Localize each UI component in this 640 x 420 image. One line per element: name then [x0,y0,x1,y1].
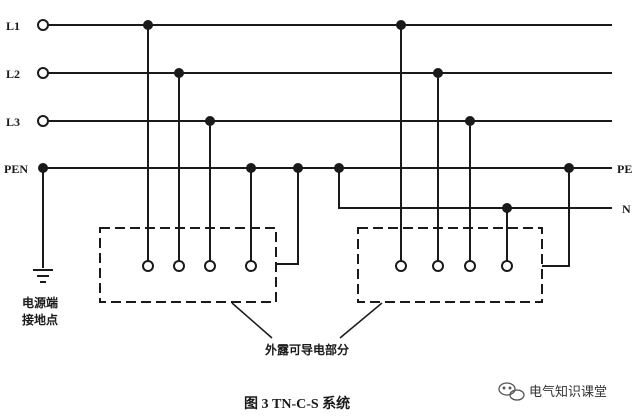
equipment-enclosure-right [357,227,543,303]
terminal-l3 [37,115,49,127]
figure-caption: 图 3 TN-C-S 系统 [244,395,350,412]
terminal-l1 [37,19,49,31]
label-l1: L1 [6,19,20,33]
drop-right-pe-bond [542,168,570,267]
earth-ground-icon [33,269,53,283]
label-exposed-conductive-parts: 外露可导电部分 [265,342,349,357]
leader-line-right [339,302,383,339]
pen-split-to-n [338,168,612,209]
label-source-grounding-line2: 接地点 [22,312,58,327]
drop-left-enclosure-bond [276,168,299,265]
label-pe: PE [617,162,632,176]
watermark-text: 电气知识课堂 [529,384,607,400]
label-l2: L2 [6,67,20,81]
junction-dots [143,20,574,213]
label-source-grounding-line1: 电源端 [22,295,58,310]
equipment-terminals [142,260,513,272]
terminal-l2 [37,67,49,79]
label-pen: PEN [4,162,28,176]
label-l3: L3 [6,115,20,129]
label-n: N [622,202,631,216]
leader-line-left [231,302,273,339]
wechat-chat-bubble-icon [498,382,525,401]
